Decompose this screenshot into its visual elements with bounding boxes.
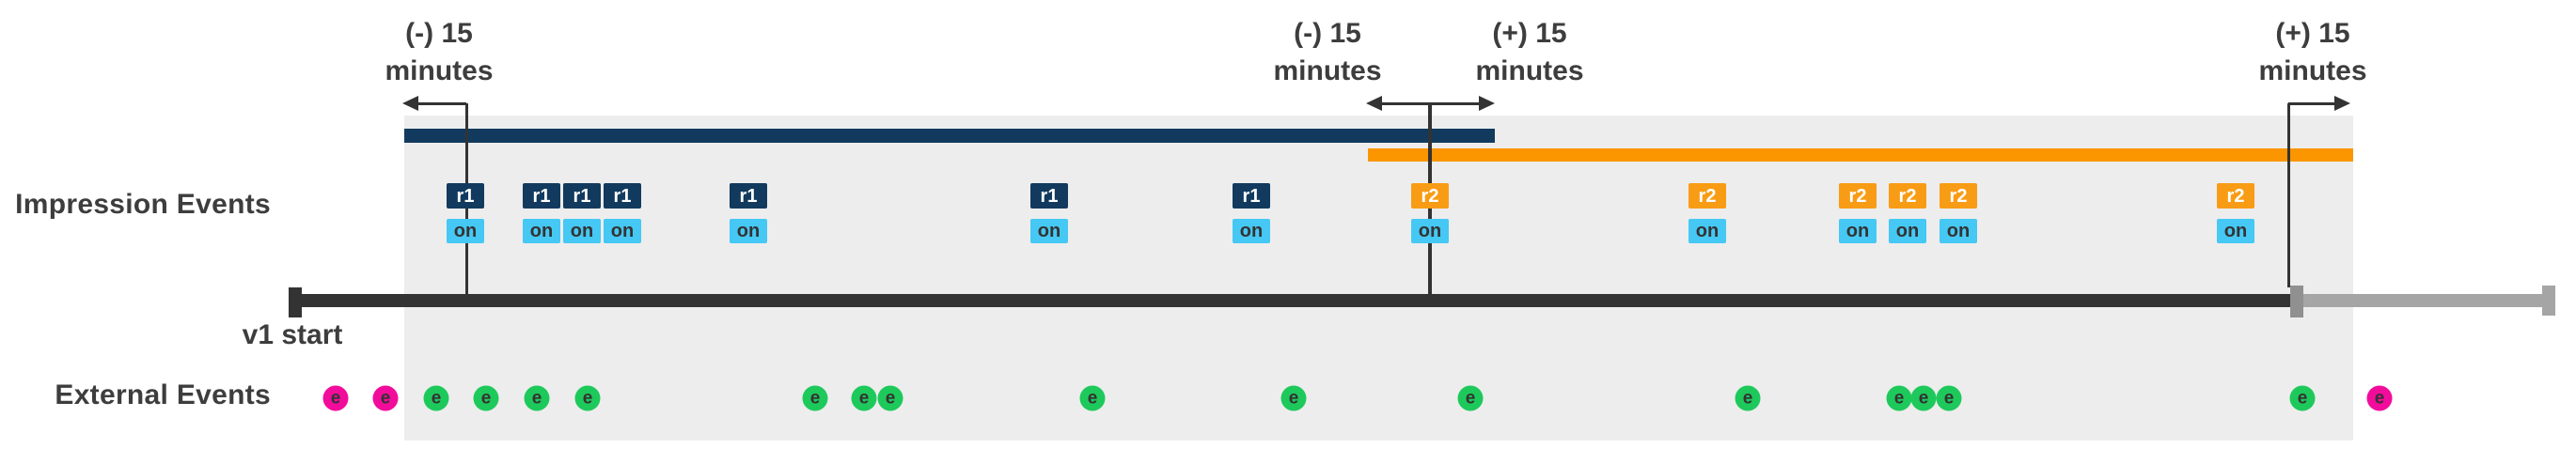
minus-15-left-arrow-left-arrowhead-icon	[402, 96, 418, 111]
external-event-green-dot: e	[423, 385, 449, 411]
r1-badge: r1	[563, 183, 601, 209]
on-badge: on	[1839, 219, 1877, 243]
external-event-pink-dot: e	[2366, 385, 2393, 411]
impression-event-r2: r2 on	[1689, 183, 1726, 243]
on-badge: on	[1889, 219, 1926, 243]
impression-event-r1: r1 on	[447, 183, 484, 243]
impression-events-row-label: Impression Events	[15, 189, 271, 220]
plus-15-right-arrow-right-arrowhead-icon	[2334, 96, 2350, 111]
r1-badge: r1	[1233, 183, 1270, 209]
external-event-green-dot: e	[524, 385, 550, 411]
on-badge: on	[730, 219, 767, 243]
impression-event-r1: r1 on	[563, 183, 601, 243]
plus-minus-15-mid-arrow-right-arrowhead-icon	[1479, 96, 1495, 111]
r1-badge: r1	[523, 183, 560, 209]
r1-badge: r1	[730, 183, 767, 209]
on-badge: on	[523, 219, 560, 243]
on-badge: on	[1030, 219, 1068, 243]
external-event-green-dot: e	[1886, 385, 1912, 411]
impression-event-r1: r1 on	[604, 183, 641, 243]
on-badge: on	[563, 219, 601, 243]
r2-badge: r2	[1411, 183, 1449, 209]
impression-event-r2: r2 on	[1889, 183, 1926, 243]
on-badge: on	[1411, 219, 1449, 243]
background-panel	[404, 116, 2353, 441]
r2-badge: r2	[1889, 183, 1926, 209]
r1-badge: r1	[604, 183, 641, 209]
r1-badge: r1	[447, 183, 484, 209]
plus-15-right-arrow	[2288, 101, 2338, 105]
external-event-green-dot: e	[877, 385, 903, 411]
impression-event-r2: r2 on	[1839, 183, 1877, 243]
r1-window-bar	[404, 129, 1495, 143]
external-event-green-dot: e	[1079, 385, 1106, 411]
external-event-green-dot: e	[851, 385, 877, 411]
on-badge: on	[604, 219, 641, 243]
minus-15-left-arrow	[415, 101, 466, 105]
r2-window-bar	[1368, 148, 2353, 162]
external-event-green-dot: e	[1735, 385, 1761, 411]
v2-plus-guide	[2286, 103, 2290, 287]
external-event-green-dot: e	[574, 385, 601, 411]
v2-timeline-bar	[2303, 294, 2542, 307]
impression-event-r2: r2 on	[1940, 183, 1977, 243]
v1-timeline-bar	[289, 294, 2297, 307]
on-badge: on	[1689, 219, 1726, 243]
r2-badge: r2	[2217, 183, 2254, 209]
external-event-green-dot: e	[1280, 385, 1307, 411]
r2-badge: r2	[1839, 183, 1877, 209]
external-event-green-dot: e	[2289, 385, 2316, 411]
on-badge: on	[1940, 219, 1977, 243]
external-event-green-dot: e	[1457, 385, 1484, 411]
on-badge: on	[1233, 219, 1270, 243]
impression-event-r1: r1 on	[1030, 183, 1068, 243]
impression-event-r2: r2 on	[1411, 183, 1449, 243]
external-events-row-label: External Events	[55, 379, 271, 410]
impression-event-r1: r1 on	[1233, 183, 1270, 243]
on-badge: on	[447, 219, 484, 243]
v1-start-label: v1 start	[242, 319, 343, 350]
external-event-green-dot: e	[1910, 385, 1937, 411]
v2-start-tick	[2290, 286, 2303, 317]
external-event-green-dot: e	[1936, 385, 1962, 411]
impression-event-r1: r1 on	[730, 183, 767, 243]
r1-badge: r1	[1030, 183, 1068, 209]
v1-start-tick	[289, 287, 302, 317]
r2-badge: r2	[1940, 183, 1977, 209]
plus-minus-15-mid-arrow	[1378, 101, 1483, 105]
on-badge: on	[2217, 219, 2254, 243]
impression-event-r2: r2 on	[2217, 183, 2254, 243]
r2-badge: r2	[1689, 183, 1726, 209]
external-event-pink-dot: e	[322, 385, 349, 411]
external-event-pink-dot: e	[372, 385, 399, 411]
v2-timeline-end-cap	[2542, 286, 2555, 316]
external-event-green-dot: e	[473, 385, 499, 411]
external-event-green-dot: e	[802, 385, 828, 411]
plus-minus-15-mid-arrow-left-arrowhead-icon	[1366, 96, 1382, 111]
impression-event-r1: r1 on	[523, 183, 560, 243]
